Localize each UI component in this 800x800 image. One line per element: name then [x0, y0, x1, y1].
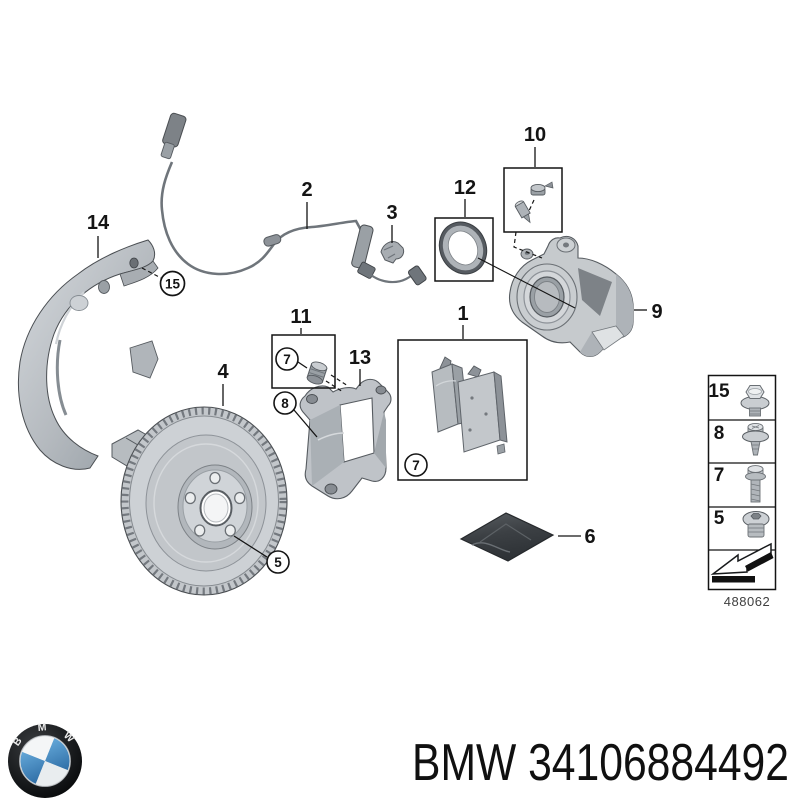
countersunk-socket-screw-icon [742, 511, 770, 538]
part-number-text: BMW 34106884492 [412, 734, 789, 792]
guide-bushing-box-part-11: 7 [271, 334, 349, 393]
carrier-guide-bore [306, 394, 318, 404]
caliper-carrier-part-13 [299, 378, 392, 500]
leader-line-7a [297, 361, 308, 369]
guide-bushing [306, 361, 328, 385]
callout-label-7b: 7 [412, 458, 420, 473]
diagram-code: 488062 [724, 594, 770, 609]
shield-top-tab [119, 260, 159, 287]
footer: B M W BMW 34106884492 [8, 721, 789, 798]
bleeder-screw [514, 200, 531, 224]
callout-circle-7a: 7 [275, 347, 299, 371]
callout-circle-15: 15 [159, 270, 186, 297]
caliper-bridge-window [578, 268, 612, 316]
callout-label-2: 2 [301, 179, 312, 201]
leader-line-15-dashed [141, 267, 162, 279]
brake-pad-right [457, 365, 508, 455]
leader-line-10-dashed [513, 231, 543, 259]
callout-label-3: 3 [386, 202, 397, 224]
callout-label-13: 13 [349, 347, 371, 369]
disc-vented-rim [121, 407, 287, 595]
bmw-logo-letter-m: M [37, 721, 47, 734]
callout-circle-7b: 7 [404, 453, 428, 477]
bmw-logo: B M W [8, 721, 82, 798]
cable-ferrule [263, 234, 282, 247]
leader-line-8 [293, 409, 318, 438]
seal-ring-box-part-12 [434, 217, 576, 309]
callout-label-15: 15 [165, 277, 181, 292]
direction-arrow-icon [710, 542, 774, 583]
bleeder-kit-box-part-10 [503, 167, 563, 259]
piston-seal-ring [438, 221, 488, 275]
cable-connector-plug [160, 112, 187, 160]
ref-box-1 [397, 339, 528, 481]
legend-number-5: 5 [714, 508, 725, 529]
washer-screw-icon [742, 422, 769, 456]
legend-number-8: 8 [714, 423, 725, 444]
wheel-bolt-hole [184, 491, 196, 505]
hardware-legend: 15 8 7 5 [707, 374, 777, 609]
sensor-end-plug [407, 265, 427, 286]
wheel-bolt-hole [234, 491, 246, 505]
wheel-bolt-hole [209, 471, 221, 485]
grease-packet-part-6 [459, 512, 555, 562]
carrier-mount-bore [324, 483, 338, 495]
callout-label-5: 5 [274, 555, 282, 570]
callout-label-6: 6 [584, 526, 595, 548]
dust-shield-part-14 [17, 239, 159, 470]
legend-number-7: 7 [714, 465, 725, 486]
wheel-bolt-hole [194, 524, 206, 537]
brake-pads-box-part-1: 7 [397, 339, 528, 481]
callout-circle-8: 8 [273, 391, 297, 415]
ref-box-12 [434, 217, 494, 282]
callout-label-8: 8 [281, 396, 289, 411]
callout-label-14: 14 [87, 212, 110, 234]
callout-label-7a: 7 [283, 352, 291, 367]
ref-box-11 [271, 334, 336, 389]
callout-label-9: 9 [651, 301, 662, 323]
leader-line-12-to-piston [477, 257, 576, 309]
long-hex-bolt-icon [745, 465, 766, 503]
leader-line-bushing-2 [330, 374, 349, 387]
carrier-guide-bore [375, 385, 387, 395]
legend-box [707, 374, 777, 591]
callout-circle-5: 5 [266, 550, 290, 574]
callout-label-12: 12 [454, 177, 476, 199]
callout-label-10: 10 [524, 124, 546, 146]
brake-disc-part-4 [120, 406, 288, 596]
shield-inner-tab [129, 340, 159, 379]
shield-bolt-hole [129, 257, 139, 269]
bleeder-cap [530, 181, 554, 196]
wheel-bolt-hole [224, 524, 236, 537]
ref-box-10 [503, 167, 563, 233]
leader-line-bushing-1 [325, 380, 344, 393]
callout-label-4: 4 [217, 361, 229, 383]
legend-number-15: 15 [708, 381, 730, 402]
callout-label-11: 11 [290, 306, 311, 328]
wear-sensor-tip [351, 224, 376, 279]
cable-clip-part-3 [380, 241, 405, 264]
shield-hole [98, 280, 110, 294]
leader-line-5 [233, 535, 268, 558]
callout-label-1: 1 [457, 303, 468, 325]
flange-hex-bolt-icon [740, 385, 770, 417]
wear-sensor-cable-part-2 [160, 112, 427, 286]
bmw-logo-quadrants [20, 736, 70, 786]
brake-caliper-part-9 [508, 235, 634, 358]
